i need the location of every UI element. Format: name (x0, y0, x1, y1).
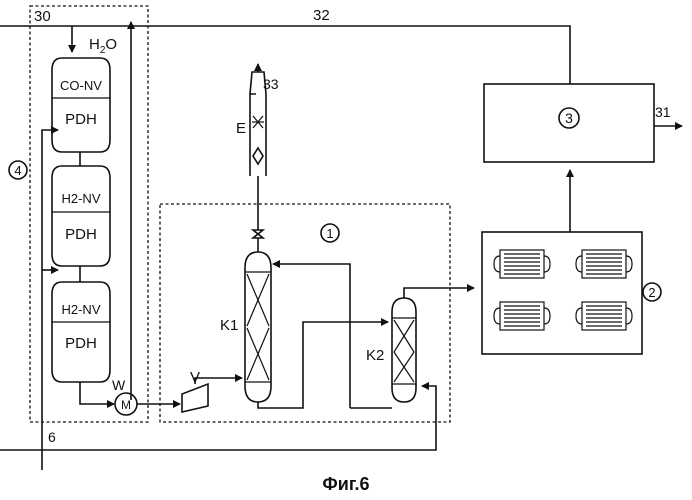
recycle-to-k1 (273, 264, 350, 408)
k1-bottoms-to-k2 (258, 322, 388, 408)
label-stack-e: E (236, 120, 246, 137)
reactor-h2-nv-bottom (52, 282, 110, 382)
label-reactor-bot: H2-NV (61, 302, 100, 317)
label-stream-6: 6 (48, 429, 56, 445)
column-k1 (245, 252, 271, 402)
label-reactor-mid: H2-NV (61, 191, 100, 206)
unit-1-boundary (160, 204, 450, 422)
line-to-k1 (195, 378, 242, 384)
quench-line-top (42, 130, 58, 470)
label-stream-32: 32 (313, 7, 330, 24)
label-v: V (190, 369, 200, 386)
label-stream-31: 31 (655, 104, 671, 120)
label-stream-33: 33 (263, 76, 279, 92)
label-unit-3: 3 (565, 110, 573, 126)
label-unit-4: 4 (14, 163, 21, 178)
reactor-co-nv (52, 58, 110, 152)
reactor-h2-nv-mid (52, 166, 110, 266)
label-stream-30: 30 (34, 8, 51, 25)
label-reactor-bot-pdh: PDH (65, 335, 97, 352)
compressor-v (182, 384, 208, 412)
column-k2 (392, 298, 416, 402)
outlet-to-exchanger (80, 382, 114, 404)
label-water: H2O (89, 36, 117, 56)
label-w: W (112, 377, 126, 393)
label-m: M (121, 398, 131, 412)
unit-2-modules (494, 250, 632, 330)
k2-to-unit-2 (404, 288, 474, 298)
label-reactor-mid-pdh: PDH (65, 226, 97, 243)
label-unit-1: 1 (326, 226, 333, 241)
label-reactor-top-pdh: PDH (65, 111, 97, 128)
stream-32-line (0, 26, 570, 84)
label-unit-2: 2 (648, 285, 655, 300)
label-reactor-top: CO-NV (60, 78, 102, 93)
figure-caption: Фиг.6 (322, 474, 369, 494)
label-k1: K1 (220, 317, 238, 334)
stream-6-line (0, 386, 436, 450)
valve (253, 230, 263, 238)
label-k2: K2 (366, 347, 384, 364)
